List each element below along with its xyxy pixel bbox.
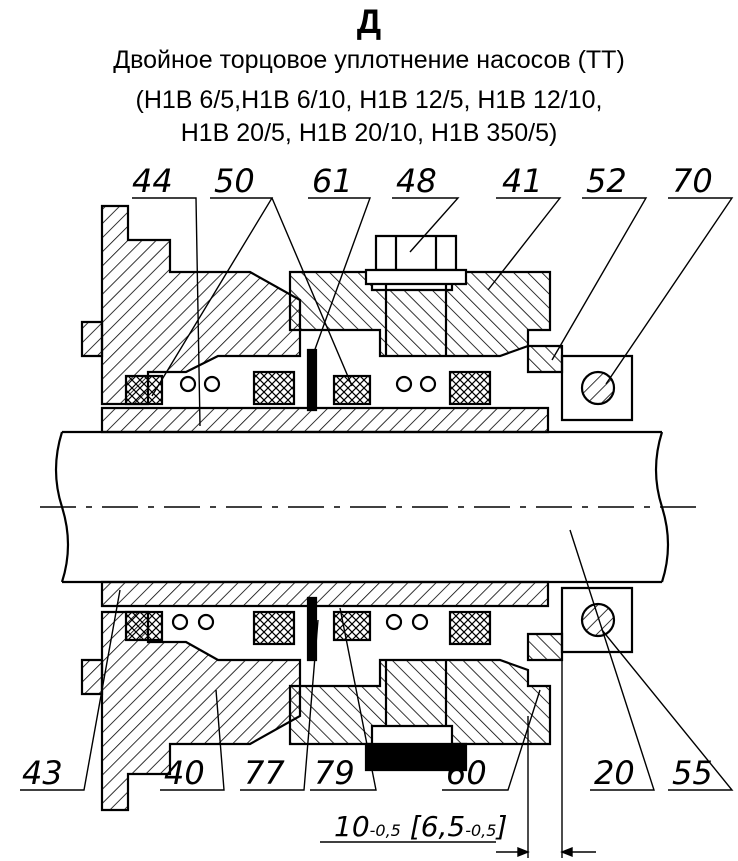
dimension-main: 10 bbox=[334, 810, 370, 843]
callout-20: 20 bbox=[594, 754, 635, 792]
callout-48: 48 bbox=[396, 162, 437, 200]
dimension-main-tolerance: -0,5 bbox=[370, 821, 401, 840]
flange-housing bbox=[80, 204, 302, 812]
locking-collar bbox=[526, 344, 634, 662]
callout-55: 55 bbox=[672, 754, 713, 792]
callout-52: 52 bbox=[586, 162, 627, 200]
callouts-bottom: 43 40 77 79 60 20 55 bbox=[22, 754, 713, 792]
dimension-alt-tolerance: -0,5 bbox=[465, 821, 496, 840]
view-letter: Д bbox=[356, 3, 382, 41]
callout-44: 44 bbox=[132, 162, 173, 200]
gland-housing bbox=[288, 270, 552, 746]
callouts-top: 44 50 61 48 41 52 70 bbox=[132, 162, 713, 200]
shaft-sleeve bbox=[100, 406, 550, 608]
callout-41: 41 bbox=[502, 162, 543, 200]
callout-79: 79 bbox=[314, 754, 355, 792]
pump-models-line-1: (Н1В 6/5,Н1В 6/10, Н1В 12/5, Н1В 12/10, bbox=[135, 86, 603, 114]
seal-rings-top bbox=[124, 348, 492, 412]
leader-lines bbox=[20, 197, 734, 791]
pump-models-line-2: Н1В 20/5, Н1В 20/10, Н1В 350/5) bbox=[180, 119, 558, 147]
callout-50: 50 bbox=[214, 162, 255, 200]
drawing-title: Двойное торцовое уплотнение насосов (ТТ) bbox=[113, 46, 625, 74]
callout-77: 77 bbox=[244, 754, 285, 792]
callout-60: 60 bbox=[446, 754, 487, 792]
dimension-label: 10-0,5 [6,5-0,5] bbox=[334, 810, 507, 843]
callout-40: 40 bbox=[164, 754, 205, 792]
bolt-48 bbox=[364, 234, 468, 772]
callout-70: 70 bbox=[672, 162, 713, 200]
seal-rings-bottom bbox=[124, 596, 492, 662]
dimension-alt: 6,5 bbox=[421, 810, 466, 843]
callout-61: 61 bbox=[312, 162, 353, 200]
callout-43: 43 bbox=[22, 754, 63, 792]
dimension-lines bbox=[320, 652, 596, 858]
shaft bbox=[40, 430, 700, 584]
